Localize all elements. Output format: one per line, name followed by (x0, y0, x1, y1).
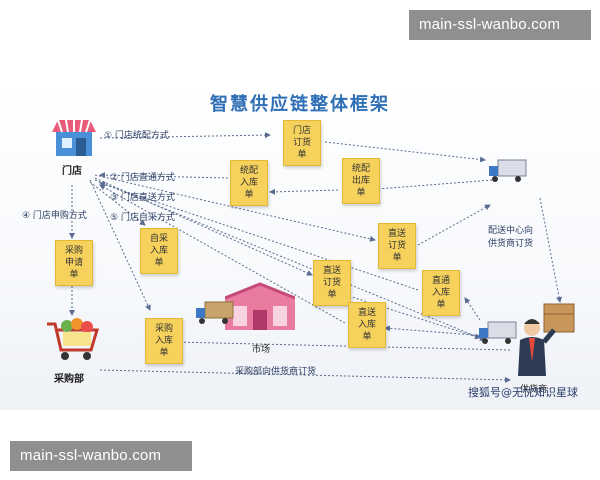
supplier-person-icon (512, 302, 578, 382)
method-3-label: ③ 门店直送方式 (110, 193, 175, 203)
note-direct-through-in: 直通 入库 单 (422, 270, 460, 316)
supply-chain-diagram: 智慧供应链整体框架 (0, 80, 600, 410)
market-building-icon (224, 280, 296, 332)
source-credit: 搜狐号@无忧知识星球 (468, 386, 578, 399)
watermark-bottom: main-ssl-wanbo.com (10, 441, 192, 471)
dc-to-supplier-label: 配送中心向 供货商订货 (488, 226, 534, 249)
method-1-label: ① 门店统配方式 (104, 131, 169, 141)
delivery-truck-icon (488, 158, 528, 184)
shopping-cart-icon (45, 318, 100, 362)
note-unified-in: 统配 入库 单 (230, 160, 268, 206)
store-icon (52, 118, 96, 158)
market-label: 市场 (252, 345, 271, 355)
procurement-label: 采购部 (54, 374, 84, 385)
note-direct-order-2: 直送 订货 单 (313, 260, 351, 306)
note-direct-in: 直送 入库 单 (348, 302, 386, 348)
method-2-label: ② 门店直通方式 (110, 173, 175, 183)
supplier-truck-icon (478, 320, 518, 346)
supplier-label: 供货商 (520, 385, 548, 395)
note-self-purchase-in: 自采 入库 单 (140, 228, 178, 274)
method-5-label: ⑤ 门店自采方式 (110, 213, 175, 223)
note-purchase-request: 采购 申请 单 (55, 240, 93, 286)
diagram-title: 智慧供应链整体框架 (210, 94, 390, 115)
note-store-order: 门店 订货 单 (283, 120, 321, 166)
store-label: 门店 (62, 166, 82, 177)
note-unified-out: 统配 出库 单 (342, 158, 380, 204)
watermark-top: main-ssl-wanbo.com (409, 10, 591, 40)
method-4-label: ④ 门店申购方式 (22, 211, 87, 221)
market-truck-icon (195, 300, 235, 326)
note-direct-order: 直送 订货 单 (378, 223, 416, 269)
note-purchase-in: 采购 入库 单 (145, 318, 183, 364)
procurement-to-supplier-label: 采购部向供货商订货 (235, 367, 317, 377)
